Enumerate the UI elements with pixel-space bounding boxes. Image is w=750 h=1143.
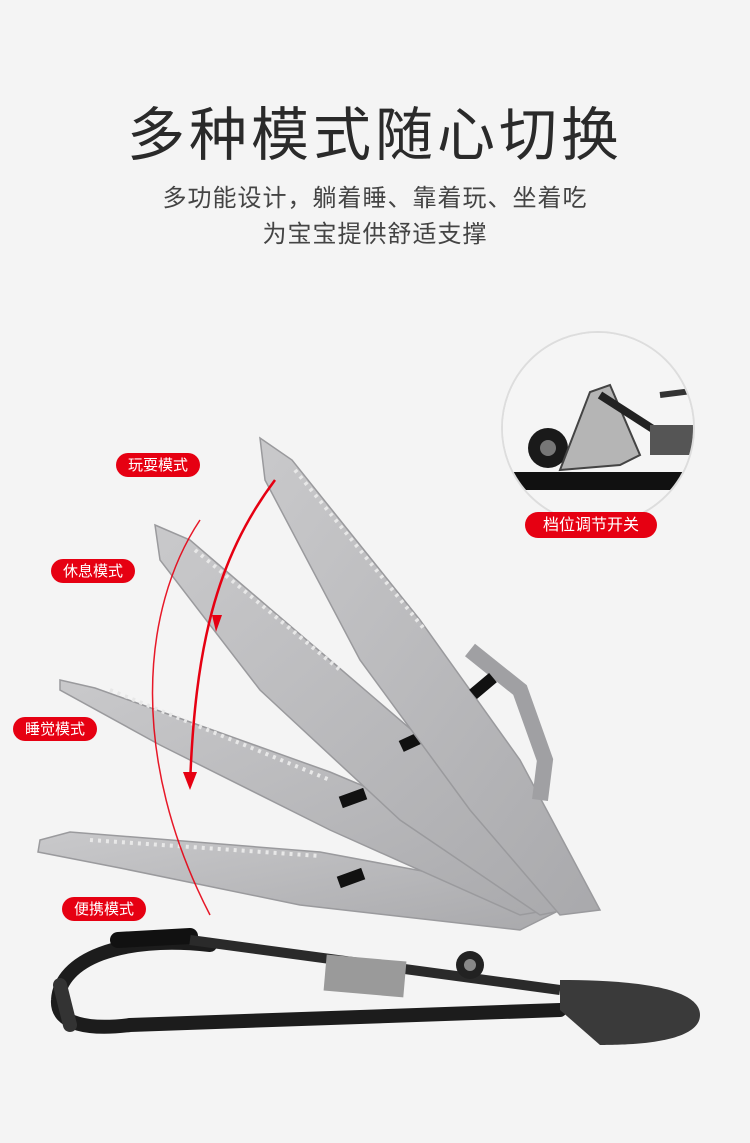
mode-label-rest: 休息模式: [51, 559, 136, 583]
mode-label-portable: 便携模式: [62, 897, 147, 921]
mode-label-sleep: 睡觉模式: [13, 717, 98, 741]
mode-arrows: [151, 479, 277, 916]
subtitle-line-2: 为宝宝提供舒适支撑: [262, 220, 488, 248]
seat-portable-position: [37, 831, 562, 931]
bouncer-frame: [51, 928, 700, 1045]
gear-switch-label: 档位调节开关: [525, 512, 658, 538]
seat-play-position: [259, 436, 602, 916]
page-title: 多种模式随心切换: [126, 101, 623, 169]
subtitle-line-1: 多功能设计，躺着睡、靠着玩、坐着吃: [162, 184, 588, 212]
mode-label-play: 玩耍模式: [116, 453, 201, 477]
gear-detail-inset: [501, 331, 695, 525]
